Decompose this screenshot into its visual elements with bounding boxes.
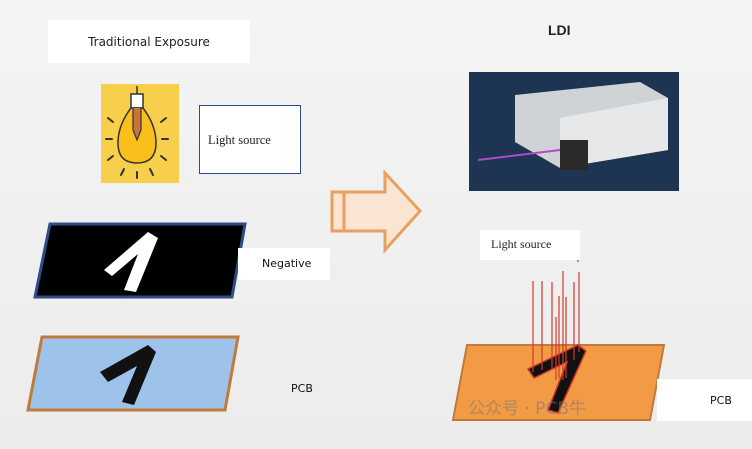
- negative-label: Negative: [238, 248, 330, 280]
- pcb-left: [26, 335, 240, 412]
- pcb-left-letter-a: [100, 345, 156, 405]
- negative-film: [33, 222, 247, 299]
- ldi-machine-image: [469, 72, 679, 191]
- pcb-label-left: PCB: [291, 382, 313, 395]
- light-bulb-icon: [101, 84, 179, 183]
- arrow-right-icon: [330, 169, 423, 254]
- negative-letter-a: [104, 232, 158, 292]
- pcb-right: [451, 344, 666, 421]
- laser-lines: [532, 252, 580, 380]
- light-source-label-right: Light source: [480, 230, 580, 260]
- pcb-label-right: PCB: [657, 379, 752, 421]
- ldi-title: LDI: [548, 22, 571, 38]
- watermark: 公众号 · PCB牛: [468, 399, 586, 419]
- traditional-exposure-title: Traditional Exposure: [48, 20, 250, 63]
- light-source-label-left: Light source: [199, 105, 301, 174]
